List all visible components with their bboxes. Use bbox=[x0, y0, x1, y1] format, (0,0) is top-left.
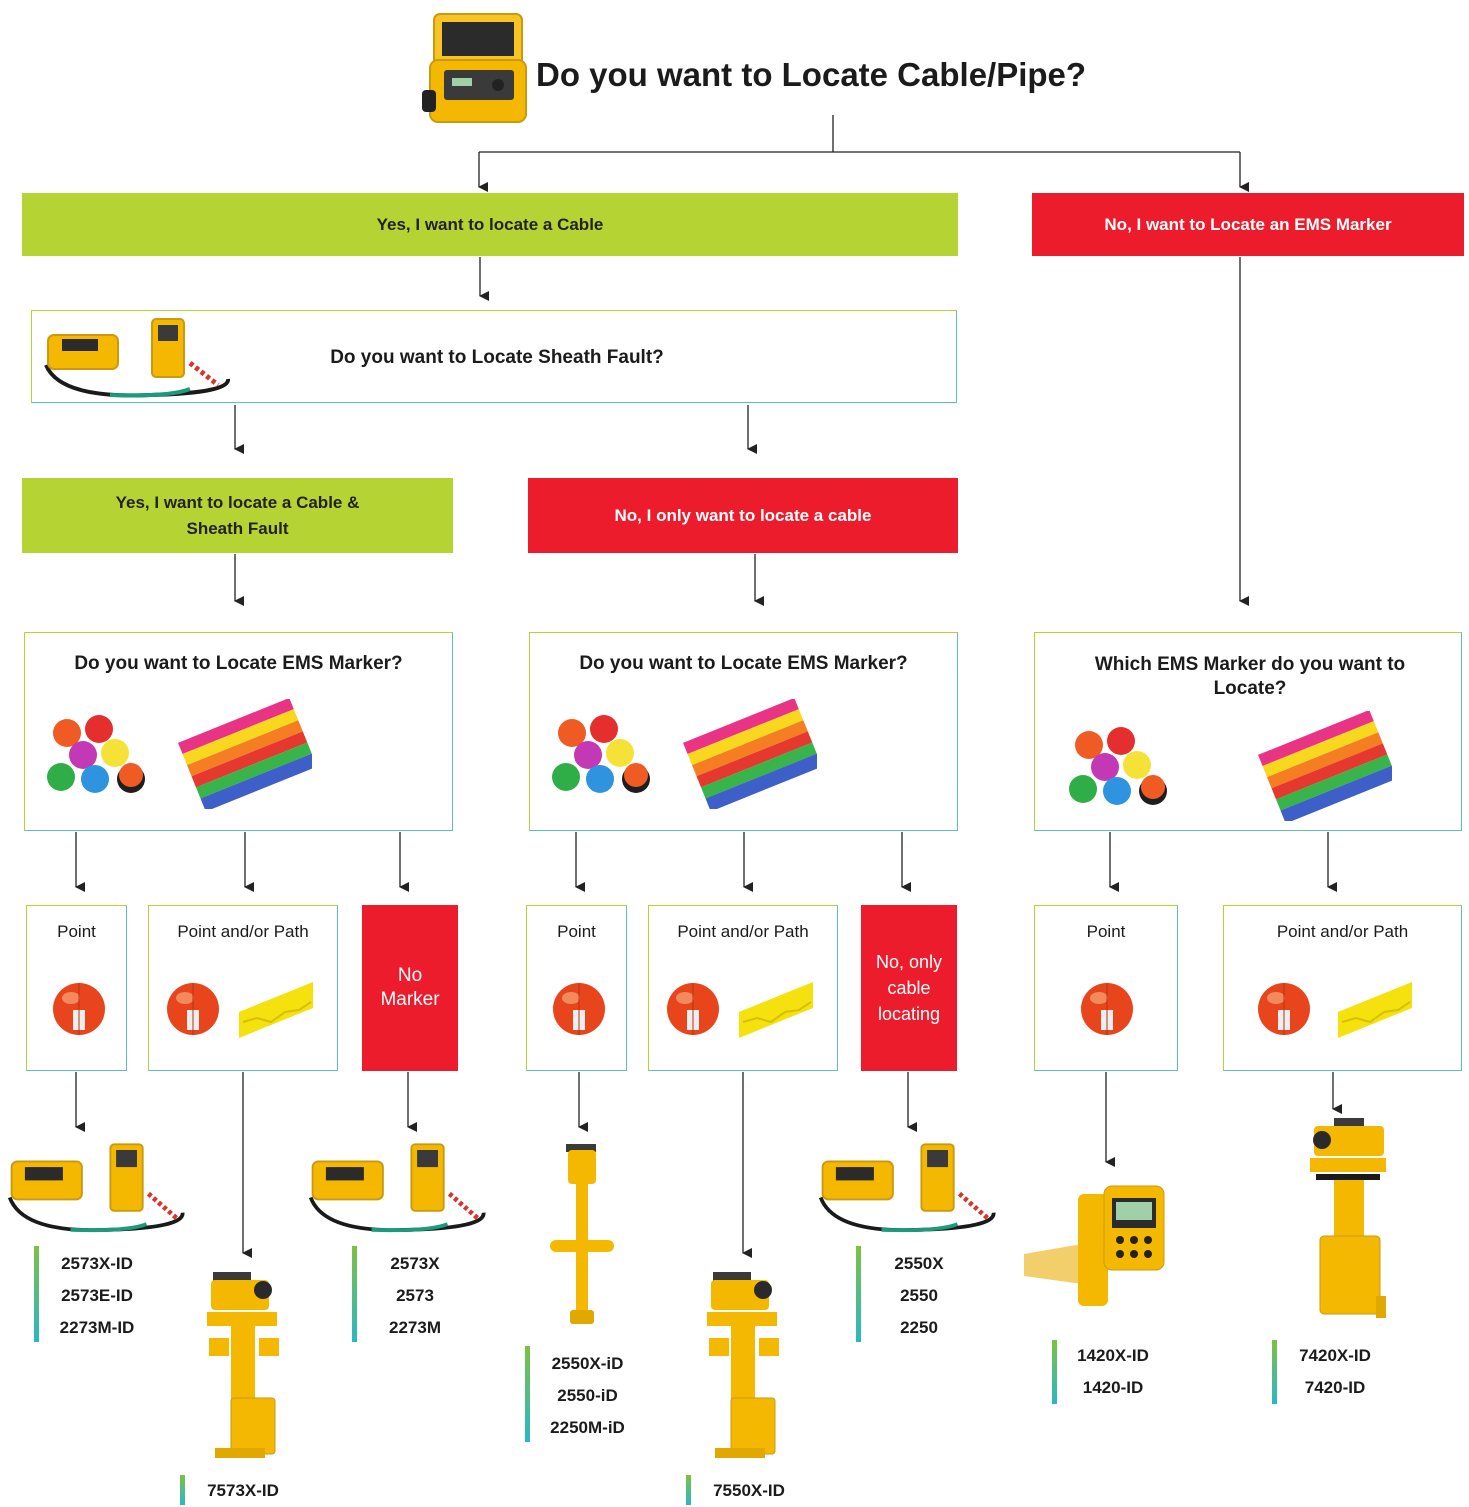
model-name: 1420-ID bbox=[1082, 1378, 1144, 1397]
model-name: 2250M-iD bbox=[550, 1418, 625, 1437]
gradient-bar bbox=[180, 1475, 185, 1505]
option-point-a-label: Point bbox=[57, 922, 96, 941]
marker-locator-7500-image bbox=[707, 1272, 779, 1458]
ems-ball-markers-icon bbox=[1069, 727, 1167, 805]
model-name: 2273M-ID bbox=[59, 1318, 135, 1337]
model-name: 2573X-ID bbox=[61, 1254, 133, 1273]
ball-marker-icon bbox=[167, 983, 219, 1035]
no-locate-ems-box: No, I want to Locate an EMS Marker bbox=[1032, 193, 1464, 256]
gradient-bar bbox=[352, 1246, 357, 1342]
model-name: 2573 bbox=[396, 1286, 434, 1305]
ems-ball-markers-icon bbox=[47, 715, 145, 793]
ems-ball-markers-icon bbox=[552, 715, 650, 793]
ball-marker-icon bbox=[553, 983, 605, 1035]
option-no-cable-only-b: No, only cable locating bbox=[861, 905, 957, 1071]
path-marker-tape-icon bbox=[1338, 982, 1412, 1038]
yes-cable-sheath-fault-box: Yes, I want to locate a Cable & Sheath F… bbox=[22, 478, 453, 553]
sheath-fault-question-box: Do you want to Locate Sheath Fault? bbox=[31, 310, 957, 403]
ems-question-left-text: Do you want to Locate EMS Marker? bbox=[74, 653, 403, 674]
option-point-path-c: Point and/or Path bbox=[1223, 905, 1462, 1071]
ems-handheld-locator-image bbox=[1024, 1185, 1165, 1306]
model-name: 2550-iD bbox=[557, 1386, 618, 1405]
model-name: 7420X-ID bbox=[1299, 1346, 1371, 1365]
ems-marker-tapes-icon bbox=[683, 699, 817, 809]
model-name: 2550 bbox=[900, 1286, 938, 1305]
model-name: 1420X-ID bbox=[1077, 1346, 1149, 1365]
models-group-4: 2550X-iD 2550-iD 2250M-iD bbox=[525, 1346, 640, 1442]
ball-marker-icon bbox=[667, 983, 719, 1035]
option-point-c-label: Point bbox=[1086, 922, 1126, 941]
models-group-8: 7420X-ID 7420-ID bbox=[1272, 1340, 1382, 1404]
page-title: Do you want to Locate Cable/Pipe? bbox=[536, 56, 1087, 93]
ems-question-middle-text: Do you want to Locate EMS Marker? bbox=[579, 653, 908, 674]
option-point-b: Point bbox=[526, 905, 627, 1071]
yes-locate-cable-box: Yes, I want to locate a Cable bbox=[22, 193, 958, 256]
gradient-bar bbox=[525, 1346, 530, 1442]
ball-marker-icon bbox=[1081, 983, 1133, 1035]
models-group-7: 1420X-ID 1420-ID bbox=[1052, 1340, 1162, 1404]
ems-question-left: Do you want to Locate EMS Marker? bbox=[24, 632, 453, 831]
model-name: 2550X bbox=[894, 1254, 944, 1273]
gradient-bar bbox=[1272, 1340, 1277, 1404]
ems-question-right: Which EMS Marker do you want to Locate? bbox=[1034, 632, 1462, 831]
ems-marker-tapes-icon bbox=[1258, 711, 1392, 821]
cable-locator-kit-image bbox=[308, 1143, 486, 1233]
no-only-cable-box: No, I only want to locate a cable bbox=[528, 478, 958, 553]
models-group-6: 2550X 2550 2250 bbox=[856, 1246, 966, 1342]
model-name: 7573X-ID bbox=[207, 1481, 279, 1500]
cable-locator-wand-image bbox=[550, 1144, 614, 1324]
cable-locator-kit-icon bbox=[44, 318, 230, 398]
ball-marker-icon bbox=[53, 983, 105, 1035]
option-point-path-a: Point and/or Path bbox=[148, 905, 338, 1071]
cable-locator-transmitter-icon bbox=[422, 13, 527, 123]
option-no-marker-a: No Marker bbox=[362, 905, 458, 1071]
option-point-a: Point bbox=[26, 905, 127, 1071]
option-point-path-a-label: Point and/or Path bbox=[177, 922, 309, 941]
ems-question-right-text: Which EMS Marker do you want to Locate? bbox=[1094, 654, 1406, 699]
option-point-c: Point bbox=[1034, 905, 1178, 1071]
gradient-bar bbox=[856, 1246, 861, 1342]
models-group-5: 7550X-ID bbox=[686, 1475, 796, 1505]
models-group-2: 7573X-ID bbox=[180, 1475, 290, 1505]
gradient-bar bbox=[686, 1475, 691, 1505]
ball-marker-icon bbox=[1258, 983, 1310, 1035]
option-point-path-b: Point and/or Path bbox=[648, 905, 838, 1071]
cable-locator-kit-image bbox=[818, 1143, 996, 1233]
option-no-cable-only-b-label: No, only cable locating bbox=[875, 952, 943, 1024]
models-group-3: 2573X 2573 2273M bbox=[352, 1246, 462, 1342]
path-marker-tape-icon bbox=[739, 982, 813, 1038]
model-name: 2550X-iD bbox=[551, 1354, 624, 1373]
option-point-path-b-label: Point and/or Path bbox=[677, 922, 809, 941]
model-name: 2573E-ID bbox=[61, 1286, 133, 1305]
gradient-bar bbox=[1052, 1340, 1057, 1404]
sheath-fault-question: Do you want to Locate Sheath Fault? bbox=[330, 347, 664, 368]
models-group-1: 2573X-ID 2573E-ID 2273M-ID bbox=[34, 1246, 144, 1342]
yes-cable-sheath-fault-label: Yes, I want to locate a Cable & Sheath F… bbox=[115, 492, 360, 538]
model-name: 2273M bbox=[389, 1318, 441, 1337]
path-marker-tape-icon bbox=[239, 982, 313, 1038]
marker-locator-7420-image bbox=[1310, 1118, 1386, 1318]
model-name: 7420-ID bbox=[1304, 1378, 1366, 1397]
model-name: 2250 bbox=[900, 1318, 938, 1337]
cable-locator-kit-image bbox=[7, 1143, 185, 1233]
marker-locator-7500-image bbox=[207, 1272, 279, 1458]
model-name: 7550X-ID bbox=[713, 1481, 785, 1500]
ems-marker-tapes-icon bbox=[178, 699, 312, 809]
option-no-marker-a-label: No Marker bbox=[380, 965, 440, 1010]
gradient-bar bbox=[34, 1246, 39, 1342]
model-name: 2573X bbox=[390, 1254, 440, 1273]
option-point-b-label: Point bbox=[557, 922, 596, 941]
option-point-path-c-label: Point and/or Path bbox=[1276, 922, 1409, 941]
ems-question-middle: Do you want to Locate EMS Marker? bbox=[529, 632, 958, 831]
